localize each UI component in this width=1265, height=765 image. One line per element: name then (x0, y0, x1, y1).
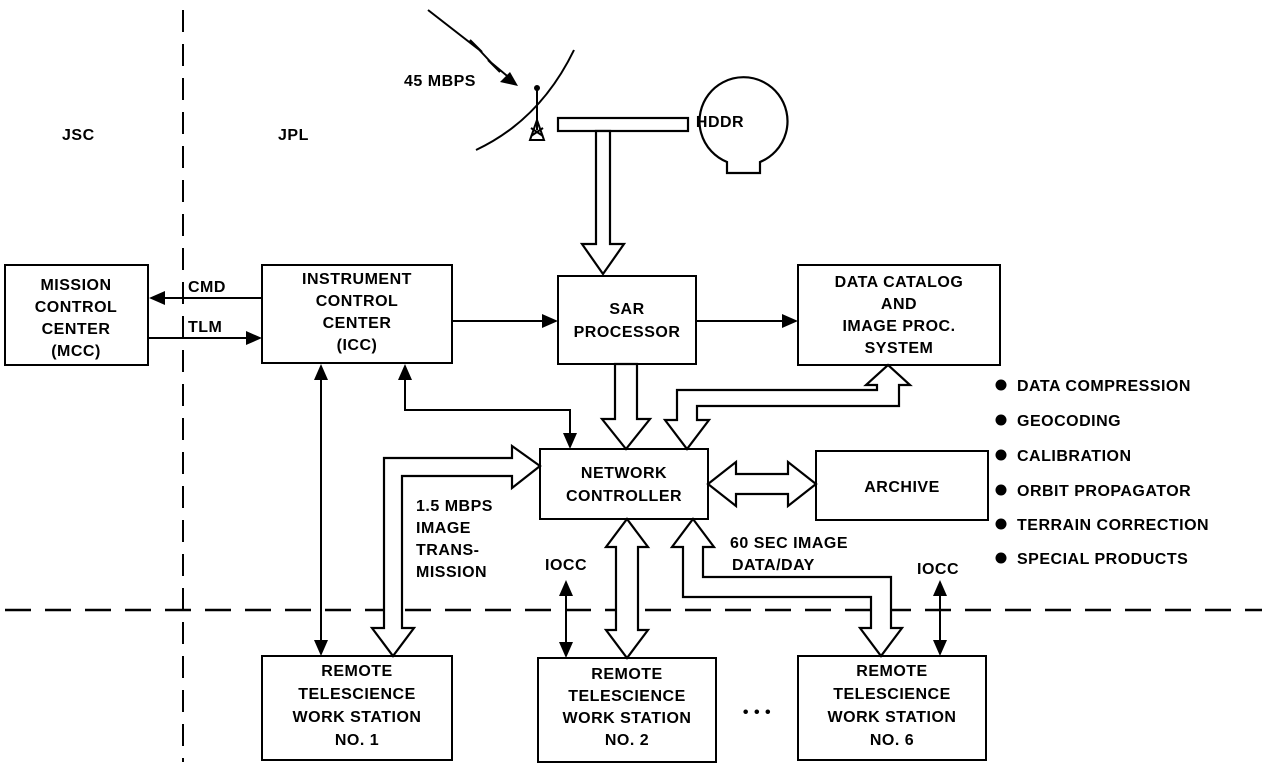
data-catalog-box[interactable]: DATA CATALOG AND IMAGE PROC. SYSTEM (797, 264, 1001, 366)
svg-text:SYSTEM: SYSTEM (865, 340, 934, 357)
bullet-icon (995, 518, 1007, 530)
icc-to-workstation-1-link (314, 364, 328, 656)
network-workstation-2-arrow (603, 517, 651, 660)
svg-text:(ICC): (ICC) (337, 337, 378, 354)
svg-text:GEOCODING: GEOCODING (1017, 413, 1121, 430)
daily-volume-label: 60 SEC IMAGE DATA/DAY (730, 535, 848, 574)
capability-item: TERRAIN CORRECTION (995, 517, 1209, 534)
bullet-icon (995, 484, 1007, 496)
network-workstation-6-arrow (669, 517, 905, 658)
svg-text:REMOTE: REMOTE (856, 663, 927, 680)
svg-text:ARCHIVE: ARCHIVE (864, 479, 940, 496)
svg-text:REMOTE: REMOTE (591, 666, 662, 683)
svg-text:60 SEC IMAGE: 60 SEC IMAGE (730, 535, 848, 552)
svg-text:CENTER: CENTER (323, 315, 392, 332)
iocc-left-label: IOCC (545, 557, 587, 574)
svg-text:REMOTE: REMOTE (321, 663, 392, 680)
svg-text:CONTROL: CONTROL (35, 299, 118, 316)
hddr-recorder: HDDR (696, 76, 789, 175)
svg-text:TERRAIN CORRECTION: TERRAIN CORRECTION (1017, 517, 1209, 534)
antenna-icon (475, 49, 575, 151)
svg-text:CALIBRATION: CALIBRATION (1017, 448, 1132, 465)
iocc-left-link (559, 580, 573, 658)
bullet-icon (995, 552, 1007, 564)
svg-text:TELESCIENCE: TELESCIENCE (298, 686, 416, 703)
svg-text:WORK STATION: WORK STATION (828, 709, 957, 726)
remote-workstation-1-box[interactable]: REMOTE TELESCIENCE WORK STATION NO. 1 (261, 655, 453, 761)
cmd-label: CMD (188, 279, 226, 296)
downlink-rate-label: 45 MBPS (404, 73, 476, 90)
capability-item: SPECIAL PRODUCTS (995, 551, 1188, 568)
svg-text:NETWORK: NETWORK (581, 465, 667, 482)
svg-text:CONTROL: CONTROL (316, 293, 399, 310)
svg-text:ORBIT PROPAGATOR: ORBIT PROPAGATOR (1017, 483, 1191, 500)
svg-text:NO. 2: NO. 2 (605, 732, 649, 749)
capability-list: DATA COMPRESSION GEOCODING CALIBRATION O… (995, 378, 1209, 568)
capability-item: ORBIT PROPAGATOR (995, 483, 1191, 500)
svg-text:IMAGE PROC.: IMAGE PROC. (842, 318, 955, 335)
ellipsis-label: • • • (743, 704, 771, 721)
svg-text:PROCESSOR: PROCESSOR (574, 324, 681, 341)
svg-text:SAR: SAR (609, 301, 644, 318)
svg-text:NO. 1: NO. 1 (335, 732, 379, 749)
svg-text:SPECIAL PRODUCTS: SPECIAL PRODUCTS (1017, 551, 1188, 568)
capability-item: GEOCODING (995, 413, 1121, 430)
svg-text:WORK STATION: WORK STATION (293, 709, 422, 726)
antenna-to-hddr-pipe (556, 116, 690, 133)
network-controller-box[interactable]: NETWORK CONTROLLER (539, 448, 709, 520)
icc-to-network-link (398, 364, 577, 449)
mission-control-center-box[interactable]: MISSION CONTROL CENTER (MCC) (4, 264, 149, 366)
archive-box[interactable]: ARCHIVE (815, 450, 989, 521)
bullet-icon (995, 449, 1007, 461)
tlm-label: TLM (188, 319, 222, 336)
iocc-right-label: IOCC (917, 561, 959, 578)
iocc-right-link (933, 580, 947, 656)
svg-text:CONTROLLER: CONTROLLER (566, 488, 682, 505)
svg-text:AND: AND (881, 296, 917, 313)
network-archive-arrow (706, 459, 818, 509)
catalog-network-arrow (662, 363, 913, 451)
bullet-icon (995, 414, 1007, 426)
svg-text:1.5 MBPS: 1.5 MBPS (416, 498, 493, 515)
svg-text:(MCC): (MCC) (51, 343, 101, 360)
remote-workstation-6-box[interactable]: REMOTE TELESCIENCE WORK STATION NO. 6 (797, 655, 987, 761)
svg-text:CENTER: CENTER (42, 321, 111, 338)
cmd-link (149, 291, 262, 305)
region-label-jsc: JSC (62, 127, 95, 144)
svg-text:TELESCIENCE: TELESCIENCE (833, 686, 951, 703)
hddr-label: HDDR (696, 114, 744, 131)
sar-to-catalog-link (696, 314, 798, 328)
network-workstation-1-arrow (369, 443, 542, 658)
svg-text:TRANS-: TRANS- (416, 542, 479, 559)
capability-item: CALIBRATION (995, 448, 1132, 465)
instrument-control-center-box[interactable]: INSTRUMENT CONTROL CENTER (ICC) (261, 264, 453, 364)
antenna-to-sar-arrow (579, 129, 627, 276)
sar-to-network-arrow (599, 362, 653, 451)
svg-text:TELESCIENCE: TELESCIENCE (568, 688, 686, 705)
svg-text:DATA/DAY: DATA/DAY (732, 557, 815, 574)
svg-text:DATA COMPRESSION: DATA COMPRESSION (1017, 378, 1191, 395)
svg-text:MISSION: MISSION (40, 277, 111, 294)
svg-text:IMAGE: IMAGE (416, 520, 471, 537)
bullet-icon (995, 379, 1007, 391)
downlink-lightning-icon (427, 9, 518, 86)
transmission-label: 1.5 MBPS IMAGE TRANS- MISSION (416, 498, 493, 581)
svg-text:WORK STATION: WORK STATION (563, 710, 692, 727)
capability-item: DATA COMPRESSION (995, 378, 1191, 395)
svg-text:INSTRUMENT: INSTRUMENT (302, 271, 412, 288)
svg-text:MISSION: MISSION (416, 564, 487, 581)
tlm-link (148, 331, 262, 345)
region-label-jpl: JPL (278, 127, 309, 144)
svg-text:DATA CATALOG: DATA CATALOG (835, 274, 964, 291)
remote-workstation-2-box[interactable]: REMOTE TELESCIENCE WORK STATION NO. 2 (537, 657, 717, 763)
icc-to-sar-link (452, 314, 558, 328)
sar-processor-box[interactable]: SAR PROCESSOR (557, 275, 697, 365)
svg-text:NO. 6: NO. 6 (870, 732, 914, 749)
